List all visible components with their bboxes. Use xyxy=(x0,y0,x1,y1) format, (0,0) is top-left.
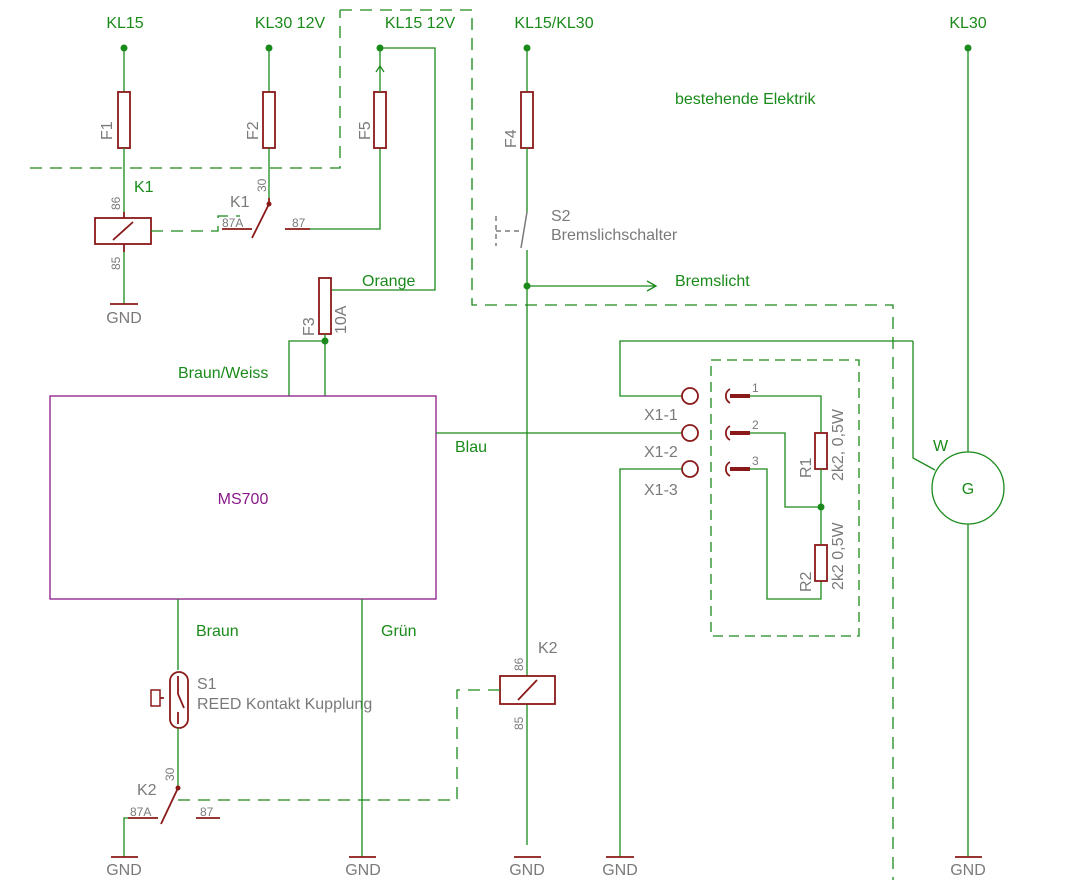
switch-s2-actuator xyxy=(495,216,521,246)
ms700-label: MS700 xyxy=(218,491,269,508)
resistor-r1-value: 2k2, 0,5W xyxy=(830,408,847,481)
ms700-box xyxy=(49,395,437,600)
fuse-f3 xyxy=(318,277,332,335)
gnd-generator-label: GND xyxy=(950,862,986,879)
wire-k1-f5 xyxy=(310,148,381,230)
switch-s1-desc: REED Kontakt Kupplung xyxy=(197,696,372,713)
connector-x1-2-pin xyxy=(724,425,731,441)
wire-pin3-r2 xyxy=(750,468,822,600)
link-k2 xyxy=(175,689,500,801)
connector-x1-1-label: X1-1 xyxy=(644,407,678,424)
wire-arrow-f5 xyxy=(375,64,385,73)
connector-x1-3-label: X1-3 xyxy=(644,482,678,499)
existing-electrics-note: bestehende Elektrik xyxy=(675,91,817,108)
wire-braun-weiss xyxy=(288,340,325,396)
fuse-f3-rating: 10A xyxy=(333,305,350,334)
generator-w-label: W xyxy=(933,438,949,455)
supply-kl30-12v-label: KL30 12V xyxy=(255,15,326,32)
fuse-f2 xyxy=(262,91,276,149)
wire-pin2-mid xyxy=(750,432,821,508)
relay-k1-pin85: 85 xyxy=(109,256,123,270)
fuse-f3-label: F3 xyxy=(301,317,318,336)
wire-braun-weiss-label: Braun/Weiss xyxy=(178,365,268,382)
k1-coil-mark xyxy=(112,221,134,241)
relay-k2-pin85: 85 xyxy=(512,716,526,730)
gnd-s1-label: GND xyxy=(106,862,142,879)
relay-k1-contact-label: K1 xyxy=(230,194,250,211)
wire-pin1-r1 xyxy=(750,395,822,433)
resistor-box xyxy=(710,359,860,637)
relay-k2-contact-label: K2 xyxy=(137,782,157,799)
switch-s1-contacts xyxy=(177,676,185,724)
relay-k1-label: K1 xyxy=(134,179,154,196)
gnd-x1-label: GND xyxy=(602,862,638,879)
relay-k1-pin86: 86 xyxy=(109,196,123,210)
boundary-right xyxy=(340,9,894,880)
connector-x1-2-socket xyxy=(681,424,699,442)
relay-k2-pin30: 30 xyxy=(163,767,177,781)
gnd-gruen-label: GND xyxy=(345,862,381,879)
switch-s2-label: S2 xyxy=(551,208,571,225)
resistor-r1 xyxy=(814,432,828,470)
fuse-f2-label: F2 xyxy=(245,121,262,140)
supply-kl15-kl30-label: KL15/KL30 xyxy=(514,15,593,32)
relay-k2-pin86: 86 xyxy=(512,657,526,671)
wire-w-x1-1 xyxy=(619,340,913,397)
relay-k2-pin87: 87 xyxy=(200,805,214,819)
wire-braun-label: Braun xyxy=(196,623,239,640)
relay-k1-pin87: 87 xyxy=(292,216,306,230)
relay-k2-label: K2 xyxy=(538,640,558,657)
fuse-f4 xyxy=(520,91,534,149)
wire-bremslicht xyxy=(527,280,658,292)
connector-pin-3: 3 xyxy=(752,454,759,468)
connector-x1-1-socket xyxy=(681,387,699,405)
node-r1-r2 xyxy=(817,503,825,511)
wire-k2-gnd xyxy=(123,817,128,857)
switch-s2-desc: Bremslichschalter xyxy=(551,227,678,244)
k2-contact-blade xyxy=(160,787,179,825)
resistor-r2-value: 2k2 0,5W xyxy=(830,522,847,590)
connector-x1-3-pin xyxy=(724,461,731,477)
magnet-icon xyxy=(150,689,161,707)
gnd-k2-label: GND xyxy=(509,862,545,879)
fuse-f1 xyxy=(117,91,131,149)
k1-contact-blade xyxy=(251,203,270,239)
wire-gruen-label: Grün xyxy=(381,623,417,640)
gnd-k1-label: GND xyxy=(106,310,142,327)
supply-kl30-label: KL30 xyxy=(949,15,986,32)
fuse-f4-label: F4 xyxy=(503,129,520,148)
switch-s2-blade xyxy=(520,211,528,249)
wire-orange xyxy=(344,47,436,291)
wire-orange-label: Orange xyxy=(362,273,415,290)
wire-w xyxy=(912,341,936,471)
connector-pin-1: 1 xyxy=(752,381,759,395)
connector-x1-3-socket xyxy=(681,460,699,478)
generator-g-label: G xyxy=(962,481,974,498)
fuse-f5 xyxy=(373,91,387,149)
fuse-f5-label: F5 xyxy=(357,121,374,140)
wire-blau-label: Blau xyxy=(455,439,487,456)
connector-x1-1-pin xyxy=(724,388,731,404)
connector-x1-2-label: X1-2 xyxy=(644,444,678,461)
resistor-r1-label: R1 xyxy=(798,457,815,478)
relay-k1-pin87a: 87A xyxy=(222,216,243,230)
connector-pin-2: 2 xyxy=(752,418,759,432)
supply-kl15-label: KL15 xyxy=(106,15,143,32)
switch-s1-reed xyxy=(169,671,189,729)
resistor-r2 xyxy=(814,544,828,582)
wire-x1-3-gnd xyxy=(619,468,682,857)
fuse-f1-label: F1 xyxy=(99,121,116,140)
resistor-r2-label: R2 xyxy=(798,571,815,592)
relay-k1-pin30: 30 xyxy=(255,178,269,192)
bremslicht-label: Bremslicht xyxy=(675,273,750,290)
relay-k2-pin87a: 87A xyxy=(130,805,151,819)
switch-s1-label: S1 xyxy=(197,676,217,693)
k2-coil-mark xyxy=(517,679,538,701)
supply-kl15-12v-label: KL15 12V xyxy=(385,15,456,32)
boundary-left xyxy=(30,10,341,169)
